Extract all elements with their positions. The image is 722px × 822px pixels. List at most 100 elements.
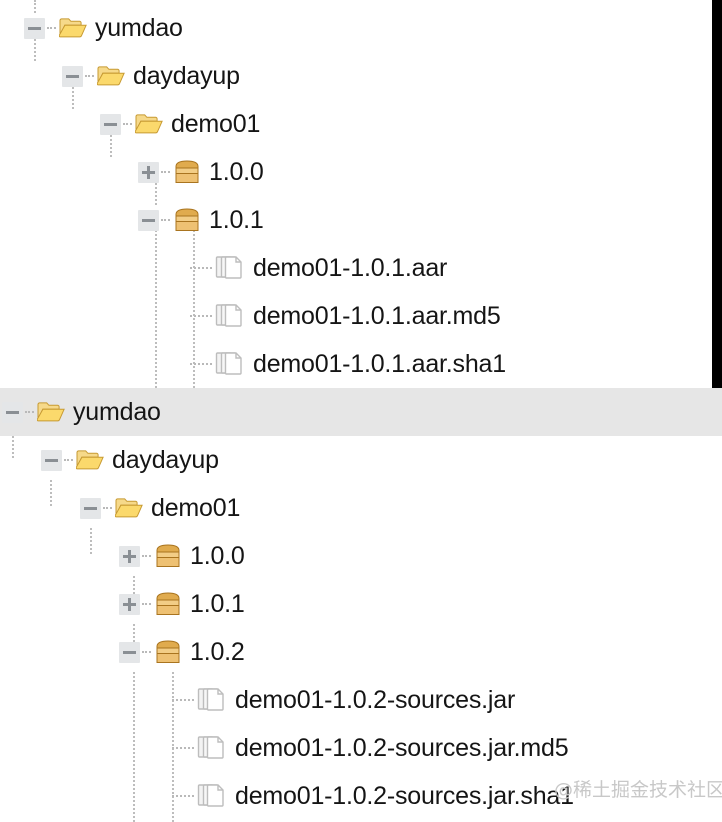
file-stack-icon [215, 256, 242, 279]
tree-connector-line [103, 507, 112, 509]
file-stack-icon [215, 304, 242, 327]
folder-open-icon [97, 66, 125, 86]
tree-row[interactable]: daydayup [0, 436, 722, 484]
tree-guide-line [90, 528, 92, 554]
collapse-toggle-icon[interactable] [41, 449, 62, 471]
tree-row-label: demo01-1.0.2-sources.jar [235, 685, 516, 714]
tree-connector-line [172, 747, 194, 749]
tree-connector-line [190, 363, 212, 365]
tree-row-label: demo01-1.0.2-sources.jar.sha1 [235, 781, 574, 810]
tree-row[interactable]: 1.0.0 [0, 532, 722, 580]
tree-row[interactable]: daydayup [0, 52, 722, 100]
tree-connector-line [25, 411, 34, 413]
file-stack-icon-wrapper [215, 254, 253, 282]
tree-row-label: 1.0.2 [190, 637, 245, 666]
collapse-toggle-icon[interactable] [62, 65, 83, 87]
file-stack-icon [215, 352, 242, 375]
file-stack-icon [197, 688, 224, 711]
tree-row-label: 1.0.1 [190, 589, 245, 618]
tree-row-label: daydayup [112, 445, 219, 474]
package-icon-wrapper [154, 543, 190, 569]
folder-open-icon [37, 402, 65, 422]
tree-connector-line [123, 123, 132, 125]
tree-row[interactable]: 1.0.1 [0, 580, 722, 628]
file-stack-icon-wrapper [197, 782, 235, 810]
tree-row[interactable]: demo01-1.0.2-sources.jar.sha1 [0, 772, 722, 820]
tree-guide-line [12, 432, 14, 458]
tree-row[interactable]: 1.0.2 [0, 628, 722, 676]
tree-guide-line [110, 130, 112, 157]
tree-connector-line [64, 459, 73, 461]
package-icon [156, 544, 180, 567]
tree-row[interactable]: demo01 [0, 484, 722, 532]
expand-toggle-icon[interactable] [119, 545, 140, 567]
tree-row-label: demo01-1.0.1.aar.md5 [253, 301, 501, 330]
expand-toggle-icon[interactable] [119, 593, 140, 615]
tree-row[interactable]: 1.0.0 [0, 148, 722, 196]
collapse-toggle-icon[interactable] [24, 17, 45, 39]
tree-row[interactable]: demo01-1.0.1.aar.sha1 [0, 340, 722, 388]
folder-open-icon-wrapper [115, 496, 151, 520]
tree-connector-line [161, 219, 170, 221]
package-icon [156, 592, 180, 615]
tree-connector-line [172, 699, 194, 701]
tree-guide-line [34, 0, 36, 13]
tree-row[interactable]: demo01-1.0.2-sources.jar.md5 [0, 724, 722, 772]
repository-tree-before: yumdao daydayup demo01 1.0.0 1.0.1 demo0… [0, 0, 722, 388]
collapse-toggle-icon[interactable] [2, 401, 23, 423]
file-stack-icon-wrapper [215, 350, 253, 378]
collapse-toggle-icon[interactable] [80, 497, 101, 519]
package-icon-wrapper [173, 159, 209, 185]
tree-connector-line [142, 555, 151, 557]
package-icon [175, 160, 199, 183]
tree-row-label: demo01-1.0.1.aar [253, 253, 448, 282]
folder-open-icon [59, 18, 87, 38]
folder-open-icon [76, 450, 104, 470]
tree-guide-line [193, 226, 195, 388]
tree-connector-line [190, 267, 212, 269]
tree-guide-line [133, 576, 135, 602]
file-stack-icon [197, 784, 224, 807]
collapse-toggle-icon[interactable] [119, 641, 140, 663]
tree-row[interactable]: 1.0.1 [0, 196, 722, 244]
tree-connector-line [142, 603, 151, 605]
tree-row-label: demo01-1.0.1.aar.sha1 [253, 349, 506, 378]
collapse-toggle-icon[interactable] [138, 209, 159, 231]
package-icon [156, 640, 180, 663]
tree-connector-line [85, 75, 94, 77]
tree-row-label: demo01 [151, 493, 241, 522]
watermark-label: @稀土掘金技术社区 [554, 779, 722, 801]
tree-connector-line [190, 315, 212, 317]
tree-row[interactable]: demo01-1.0.1.aar [0, 244, 722, 292]
folder-open-icon-wrapper [59, 16, 95, 40]
folder-open-icon-wrapper [76, 448, 112, 472]
tree-row[interactable]: yumdao [0, 4, 722, 52]
folder-open-icon-wrapper [97, 64, 133, 88]
folder-open-icon [135, 114, 163, 134]
tree-connector-line [172, 795, 194, 797]
tree-row[interactable]: yumdao [0, 388, 722, 436]
tree-row-label: 1.0.1 [209, 205, 264, 234]
tree-connector-line [161, 171, 170, 173]
tree-guide-line [133, 672, 135, 822]
tree-row-label: daydayup [133, 61, 240, 90]
package-icon-wrapper [154, 639, 190, 665]
expand-toggle-icon[interactable] [138, 161, 159, 183]
tree-row-label: 1.0.0 [209, 157, 264, 186]
tree-guide-line [155, 226, 157, 388]
tree-row[interactable]: demo01-1.0.1.aar.md5 [0, 292, 722, 340]
file-stack-icon-wrapper [197, 686, 235, 714]
tree-row-label: demo01 [171, 109, 261, 138]
package-icon-wrapper [154, 591, 190, 617]
tree-row-label: yumdao [73, 397, 161, 426]
file-stack-icon-wrapper [197, 734, 235, 762]
package-icon [175, 208, 199, 231]
folder-open-icon [115, 498, 143, 518]
tree-guide-line [72, 82, 74, 109]
collapse-toggle-icon[interactable] [100, 113, 121, 135]
tree-row[interactable]: demo01 [0, 100, 722, 148]
tree-row[interactable]: demo01-1.0.2-sources.jar [0, 676, 722, 724]
folder-open-icon-wrapper [135, 112, 171, 136]
tree-guide-line [34, 34, 36, 61]
